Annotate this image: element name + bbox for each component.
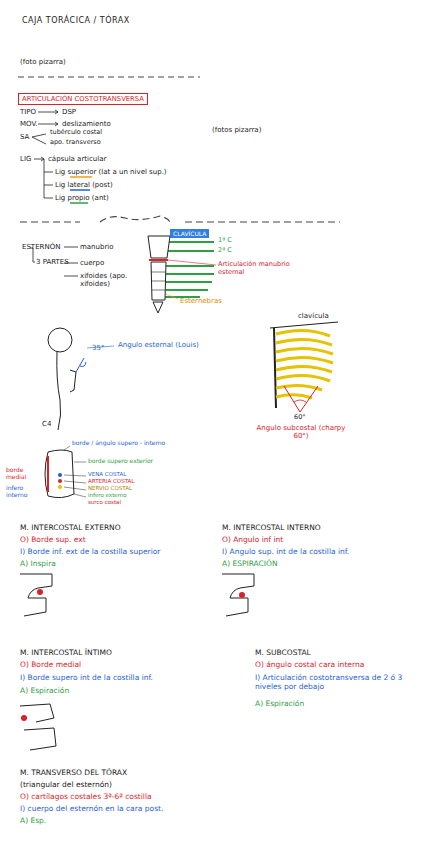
lig-underline bbox=[70, 176, 92, 178]
note-label: borde medial bbox=[6, 466, 44, 480]
lig-underline bbox=[70, 189, 90, 191]
section-heading-box: ARTICULACIÓN COSTOTRANSVERSA bbox=[18, 93, 148, 105]
note-label: M. SUBCOSTAL bbox=[255, 648, 311, 657]
node-text: CLAVÍCULA bbox=[173, 230, 206, 237]
note-label: Angulo esternal (Louis) bbox=[118, 341, 199, 349]
note-label: I) Articulación costotransversa de 2 ó 3… bbox=[255, 673, 420, 691]
note-label: TIPO bbox=[20, 108, 36, 116]
note-label: (foto pizarra) bbox=[20, 58, 66, 66]
note-label: Esternebras bbox=[180, 297, 222, 305]
note-label: SA bbox=[20, 133, 29, 141]
note-label: infero interno bbox=[6, 484, 44, 498]
note-label: infero externo bbox=[88, 492, 127, 499]
note-label: I) Borde inf. ext de la costilla superio… bbox=[20, 547, 160, 556]
note-label: Lig propio (ant) bbox=[55, 194, 109, 202]
note-label: borde supero exterior bbox=[88, 457, 153, 464]
note-label: deslizamiento bbox=[62, 120, 111, 128]
note-label: 35° bbox=[92, 344, 104, 352]
note-label: M. INTERCOSTAL ÍNTIMO bbox=[20, 648, 112, 657]
note-label: M. INTERCOSTAL INTERNO bbox=[222, 523, 321, 532]
note-label: O) cartílagos costales 3ª-6ª costilla bbox=[20, 792, 152, 801]
note-label: (triangular del esternón) bbox=[20, 780, 112, 789]
page-title: CAJA TORÁCICA / TÓRAX bbox=[22, 16, 130, 26]
note-label: Lig lateral (post) bbox=[55, 181, 113, 189]
note-label: Angulo subcostal (charpy 60°) bbox=[256, 424, 346, 441]
note-label: A) Espiración bbox=[20, 686, 69, 695]
note-label: borde / ángulo supero - interno bbox=[72, 439, 165, 446]
note-label: A) ESPIRACIÓN bbox=[222, 559, 278, 568]
note-label: ARTERIA COSTAL bbox=[88, 478, 134, 485]
rib-section-drawing bbox=[45, 446, 86, 498]
note-label: O) Borde medial bbox=[20, 660, 81, 669]
attachment-dot bbox=[21, 589, 245, 721]
node-text: ARTICULACIÓN COSTOTRANSVERSA bbox=[22, 95, 144, 103]
note-label: 1ª C bbox=[218, 237, 232, 245]
note-label: (fotos pizarra) bbox=[212, 126, 261, 134]
note-label: O) Borde sup. ext bbox=[20, 535, 86, 544]
note-label: A) Inspira bbox=[20, 559, 56, 568]
note-label: I) Angulo sup. int de la costilla inf. bbox=[222, 547, 349, 556]
note-label: 2ª C bbox=[218, 247, 232, 255]
note-label: cuerpo bbox=[80, 259, 104, 267]
note-label: I) cuerpo del esternón en la cara post. bbox=[20, 804, 163, 813]
ribcage-drawing bbox=[270, 322, 338, 412]
note-label: clavícula bbox=[298, 312, 329, 320]
note-label: O) Angulo inf int bbox=[222, 535, 283, 544]
note-label: Lig superior (lat a un nivel sup.) bbox=[55, 168, 167, 176]
note-label: VENA COSTAL bbox=[88, 471, 126, 478]
note-label: surco costal bbox=[88, 499, 121, 506]
note-label: apo. transverso bbox=[50, 139, 101, 147]
note-label: A) Espiración bbox=[255, 699, 304, 708]
note-label: manubrio bbox=[80, 243, 114, 251]
note-label: A) Esp. bbox=[20, 816, 46, 825]
note-label: O) ángulo costal cara interna bbox=[255, 660, 364, 669]
note-label: M. INTERCOSTAL EXTERNO bbox=[20, 523, 121, 532]
clavicle-bar: CLAVÍCULA bbox=[170, 229, 209, 238]
note-label: 3 PARTES bbox=[36, 258, 69, 266]
note-label: NERVIO COSTAL bbox=[88, 485, 132, 492]
note-label: I) Borde supero int de la costilla inf. bbox=[20, 673, 153, 682]
note-label: ESTERNÓN bbox=[22, 243, 60, 251]
note-label: 60° bbox=[294, 414, 306, 422]
note-label: DSP bbox=[62, 108, 76, 116]
note-label: MOV. bbox=[20, 120, 38, 128]
note-label: C4 bbox=[42, 420, 51, 428]
lig-underline bbox=[70, 202, 88, 204]
note-label: tubérculo costal bbox=[50, 129, 102, 137]
note-label: cápsula articular bbox=[48, 155, 106, 163]
note-label: Articulación manubrio esternal bbox=[218, 261, 290, 277]
bone-sketch-line bbox=[20, 216, 340, 222]
dashed-separator bbox=[18, 77, 200, 78]
profile-drawing bbox=[48, 328, 114, 430]
note-label: xifoides (apo. xifoides) bbox=[80, 272, 140, 289]
muscle-rib-sketch bbox=[20, 574, 254, 750]
note-label: LIG bbox=[20, 155, 31, 163]
note-label: M. TRANSVERSO DEL TÓRAX bbox=[20, 768, 127, 777]
